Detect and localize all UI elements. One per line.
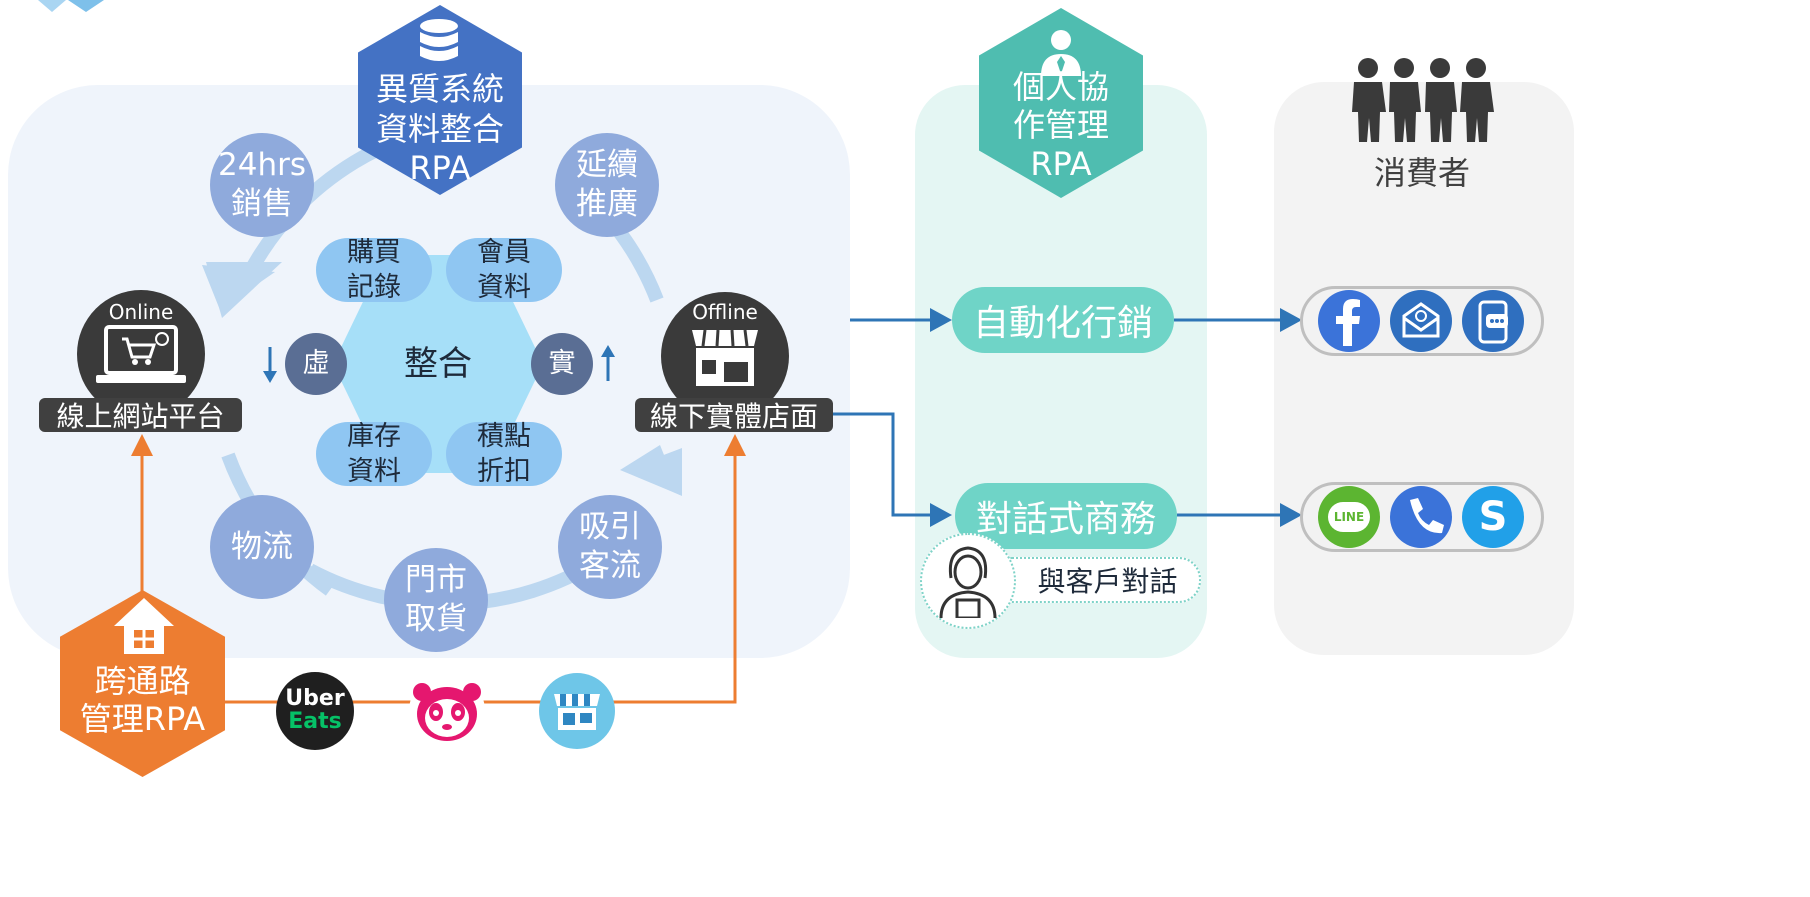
home-icon [114, 598, 174, 654]
conversational-commerce-label: 對話式商務 [975, 499, 1156, 540]
automated-marketing-pill: 自動化行銷 [952, 287, 1174, 353]
promotion-circle: 延續 推廣 [555, 133, 659, 237]
attract-traffic-label: 吸引 客流 [579, 509, 641, 584]
automated-marketing-label: 自動化行銷 [972, 303, 1153, 344]
market-icon [539, 673, 615, 749]
skype-icon: S [1462, 486, 1524, 548]
online-node [77, 290, 205, 418]
consumer-panel [1274, 82, 1574, 655]
integration-center-label: 整合 [404, 343, 472, 384]
data-integration-rpa-hex [358, 5, 522, 195]
store-pickup-circle: 門市 取貨 [384, 548, 488, 652]
purchase-record-pill: 購買 記錄 [316, 236, 432, 303]
ubereats-icon: Uber Eats [276, 672, 354, 750]
virtual-circle: 虛 [285, 333, 347, 395]
personal-collab-rpa-label: 個人協 作管理 RPA [1012, 68, 1109, 183]
line-icon: LINE [1318, 486, 1380, 548]
consumer-label: 消費者 [1373, 154, 1470, 192]
customer-talk-label: 與客戶對話 [1037, 565, 1178, 598]
conversational-commerce-pill: 對話式商務 [955, 483, 1177, 549]
corner-decoration-icon [38, 0, 104, 12]
customer-talk-pill: 與客戶對話 [990, 557, 1201, 603]
person-icon [1041, 30, 1081, 76]
points-discount-label: 積點 折扣 [477, 420, 531, 487]
real-label: 實 [548, 348, 576, 380]
store-icon [692, 329, 758, 386]
email-icon [1390, 290, 1452, 352]
agent-icon [939, 546, 997, 618]
cross-channel-rpa-label: 跨通路 管理RPA [79, 662, 206, 739]
sales-24hrs-label: 24hrs 銷售 [218, 147, 306, 222]
member-data-pill: 會員 資料 [446, 236, 562, 303]
inventory-data-pill: 庫存 資料 [316, 420, 432, 487]
offline-tag: Offline [692, 300, 758, 324]
chat-phone-icon [1462, 290, 1524, 352]
laptop-cart-icon [96, 325, 186, 383]
up-arrow-icon [601, 345, 615, 381]
purchase-record-label: 購買 記錄 [347, 236, 401, 303]
attract-traffic-circle: 吸引 客流 [558, 495, 662, 599]
offline-store-label: 線下實體店面 [635, 398, 833, 433]
facebook-icon [1318, 290, 1380, 352]
member-data-label: 會員 資料 [477, 236, 531, 303]
sales-24hrs-circle: 24hrs 銷售 [210, 133, 314, 237]
down-arrow-icon [263, 347, 277, 383]
inventory-data-label: 庫存 資料 [347, 420, 401, 487]
online-platform-label: 線上網站平台 [39, 398, 242, 433]
store-pickup-label: 門市 取貨 [405, 562, 467, 637]
points-discount-pill: 積點 折扣 [446, 420, 562, 487]
phone-icon [1390, 486, 1452, 548]
ubereats-line1: Uber [285, 685, 345, 711]
skype-icon-letter: S [1478, 494, 1508, 540]
agent-avatar [920, 533, 1016, 629]
database-icon [420, 19, 458, 61]
virtual-label: 虛 [302, 348, 330, 380]
ubereats-line2: Eats [288, 708, 342, 734]
people-icon [1352, 58, 1494, 142]
line-icon-text: LINE [1333, 510, 1365, 524]
data-integration-rpa-label: 異質系統 資料整合 RPA [375, 70, 504, 188]
line-bubble: LINE [1328, 502, 1370, 532]
promotion-label: 延續 推廣 [576, 147, 638, 222]
online-tag: Online [108, 300, 174, 324]
logistics-label: 物流 [231, 528, 293, 565]
foodpanda-icon [409, 673, 485, 749]
real-circle: 實 [531, 333, 593, 395]
logistics-circle: 物流 [210, 495, 314, 599]
